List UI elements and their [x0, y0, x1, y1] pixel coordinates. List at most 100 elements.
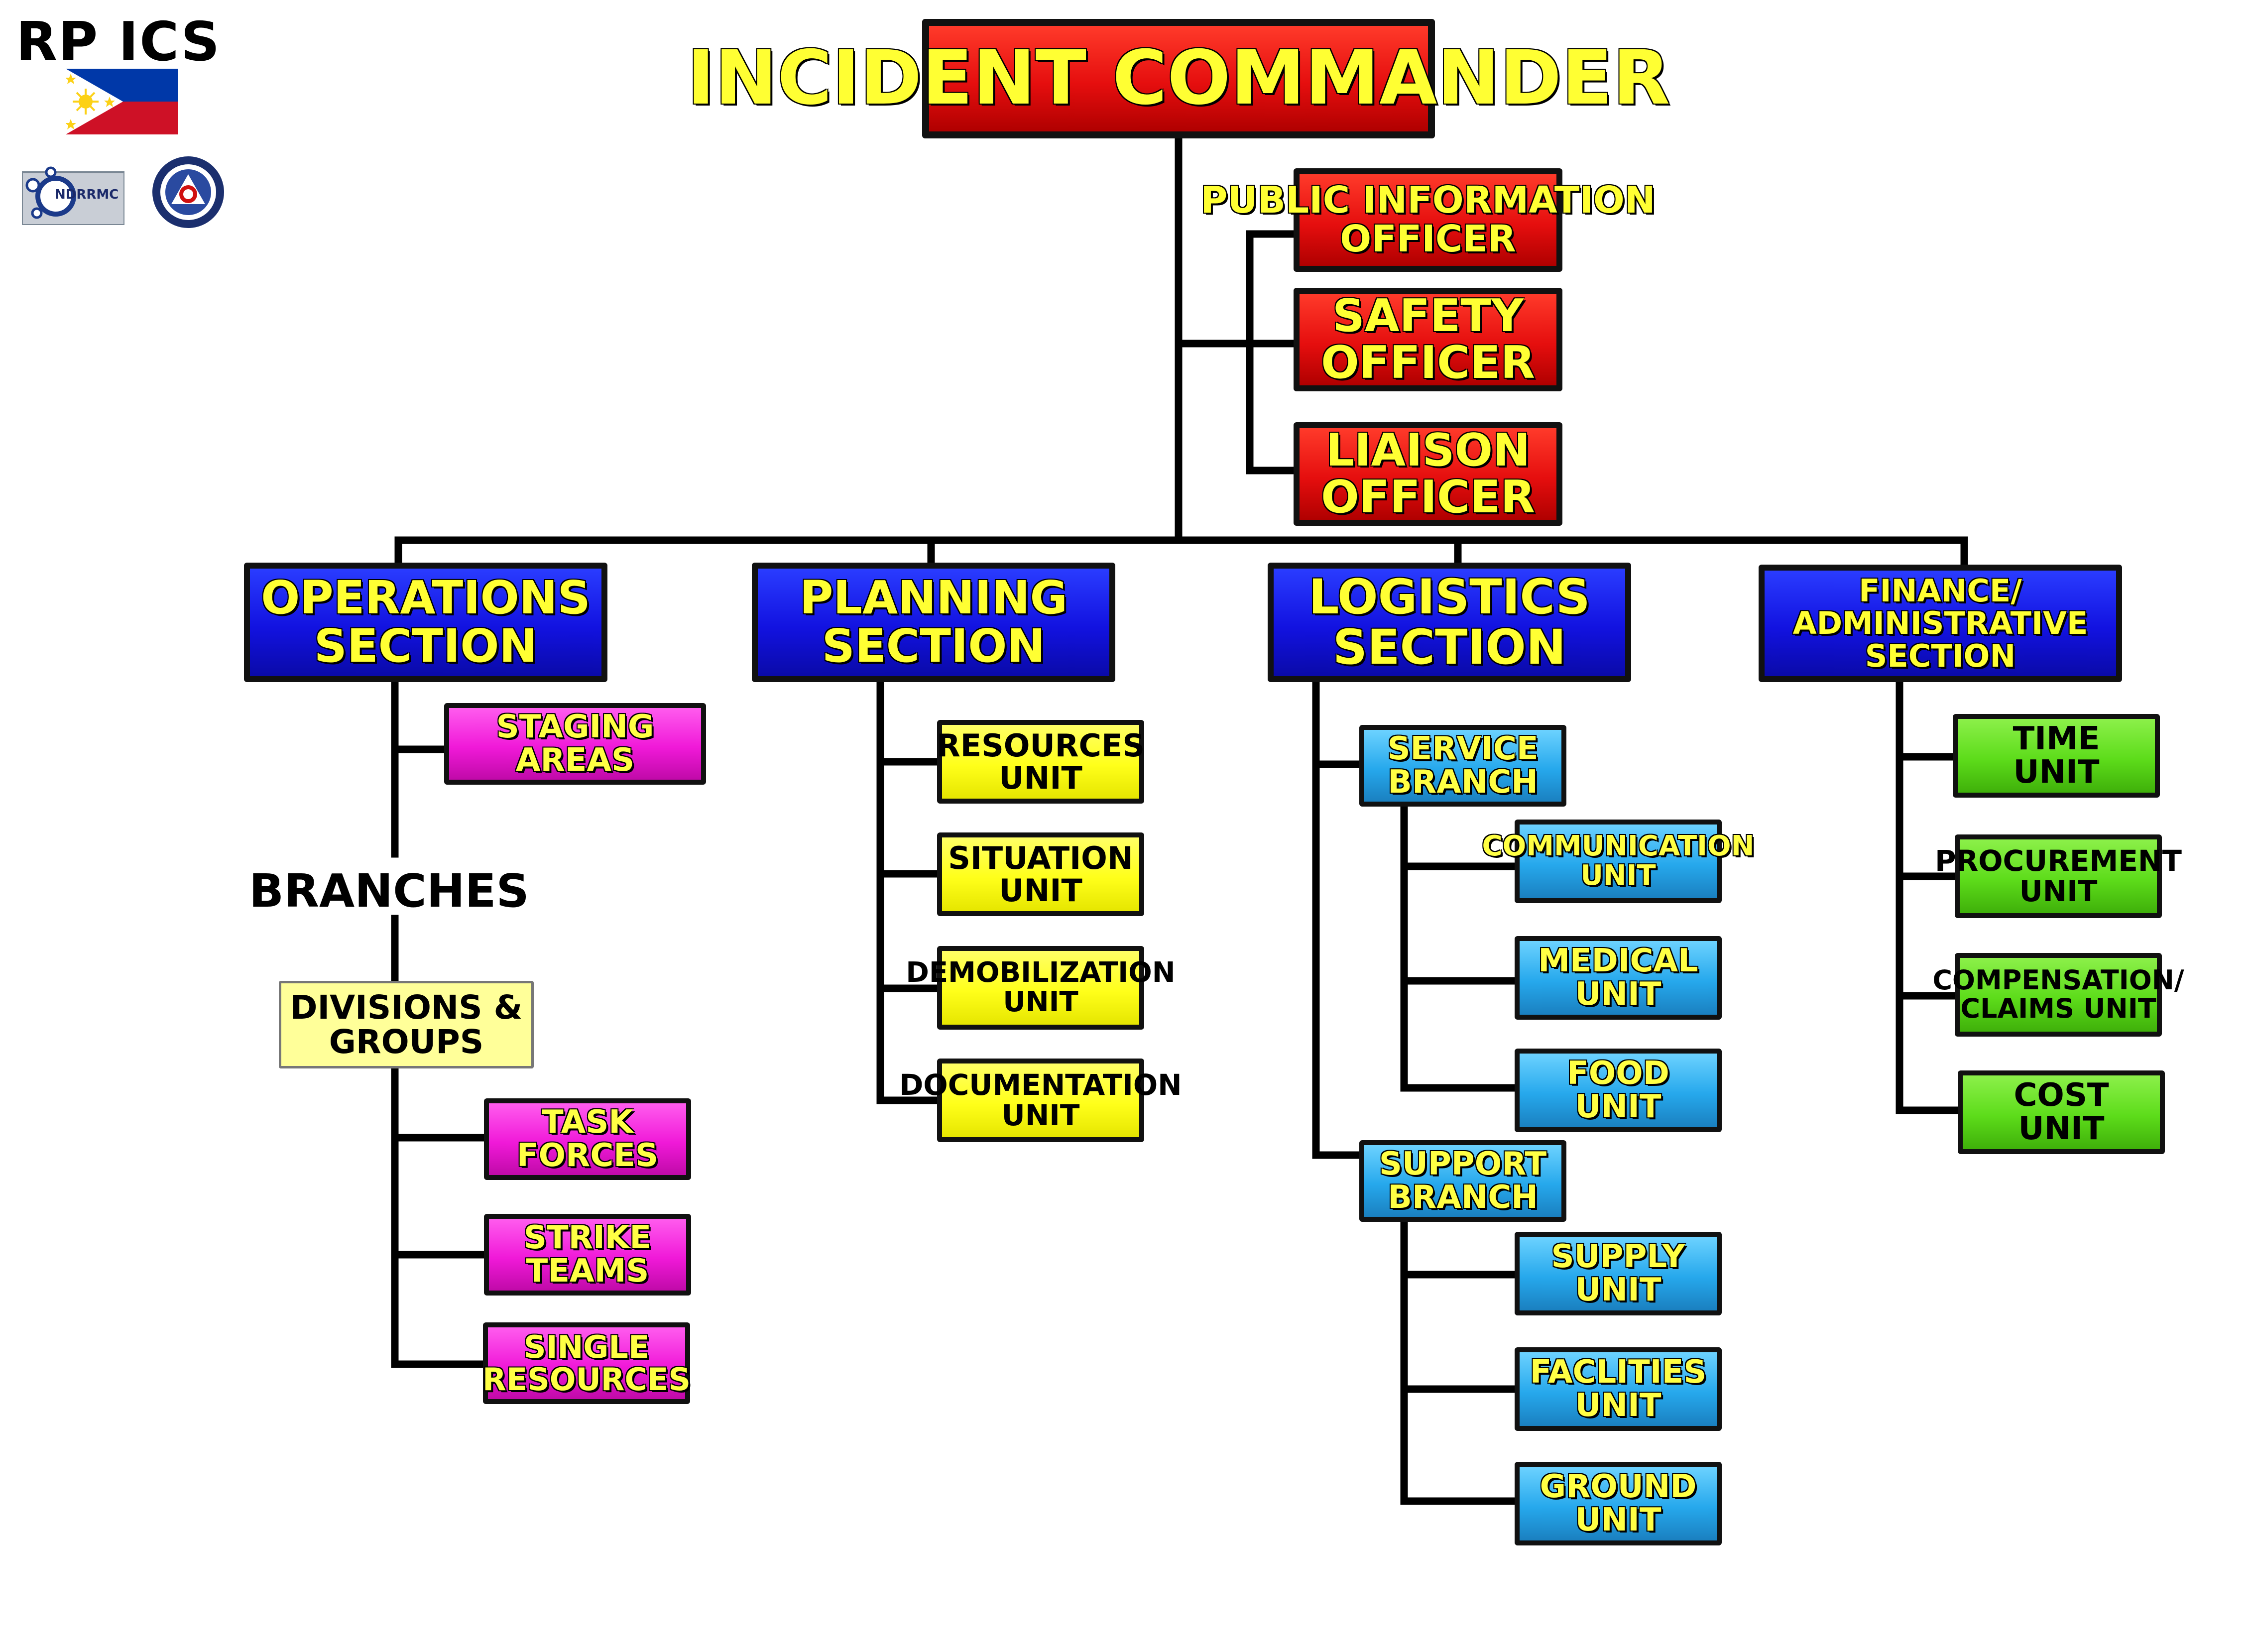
box-label-line: DIVISIONS & — [290, 988, 523, 1027]
box-label-line: RESOURCES — [482, 1361, 691, 1398]
box-label-line: TIME — [2013, 720, 2100, 757]
box-label-line: OFFICER — [1321, 471, 1535, 523]
box-label-line: UNIT — [1580, 859, 1656, 892]
compensation-claims-unit-box: COMPENSATION/CLAIMS UNIT — [1932, 953, 2184, 1037]
box-label-line: FINANCE/ — [1859, 573, 2022, 609]
box-label-line: RESOURCES — [936, 727, 1145, 764]
box-label-line: UNIT — [1575, 1088, 1661, 1125]
connector-planning — [876, 678, 943, 1104]
box-label-line: FOOD — [1567, 1055, 1669, 1092]
box-label-line: FACLITIES — [1530, 1353, 1707, 1391]
box-label-line: UNIT — [1001, 1098, 1080, 1132]
connector-section-bar — [394, 536, 1968, 569]
box-label-line: STAGING — [496, 708, 654, 745]
box-label-line: SECTION — [1865, 637, 2016, 674]
incident-commander-box: INCIDENT COMMANDER — [687, 19, 1670, 138]
connector-operations — [391, 678, 489, 1368]
box-label-line: DOCUMENTATION — [899, 1068, 1182, 1102]
box-label-line: SECTION — [822, 619, 1046, 673]
box-label-line: SUPPLY — [1551, 1238, 1685, 1275]
box-label-line: PUBLIC INFORMATION — [1200, 179, 1656, 222]
box-label-line: SECTION — [1332, 619, 1566, 675]
box-label-line: PROCUREMENT — [1935, 844, 2182, 878]
connector-logistics — [1312, 678, 1523, 1505]
box-label-line: GROUPS — [329, 1023, 484, 1061]
box-label-line: UNIT — [1575, 976, 1661, 1013]
box-label-line: UNIT — [2019, 874, 2098, 908]
box-label-line: TEAMS — [526, 1253, 649, 1290]
box-label-line: OFFICER — [1321, 337, 1535, 389]
box-label-line: SINGLE — [523, 1328, 650, 1365]
box-label-line: UNIT — [1575, 1502, 1661, 1538]
box-label-line: CLAIMS UNIT — [1960, 993, 2156, 1024]
box-label-line: OPERATIONS — [261, 571, 591, 625]
branches-label: BRANCHES — [249, 864, 529, 918]
box-label-line: LOGISTICS — [1308, 569, 1590, 625]
box-label-line: AREAS — [515, 742, 635, 779]
ndrrmc-logo-icon — [22, 166, 124, 225]
box-label-line: UNIT — [999, 872, 1082, 909]
box-label-line: UNIT — [1575, 1272, 1661, 1308]
box-label-line: SECTION — [314, 619, 538, 673]
box-label-line: UNIT — [2013, 754, 2100, 791]
box-label-line: GROUND — [1540, 1468, 1697, 1505]
box-label-line: MEDICAL — [1538, 942, 1698, 979]
philippine-flag-icon — [66, 69, 178, 134]
connector-command-staff — [1175, 230, 1299, 474]
box-label-line: SERVICE — [1387, 730, 1539, 767]
header-title: RP ICS — [16, 11, 221, 73]
box-label-line: FORCES — [516, 1137, 659, 1174]
box-label-line: COMMUNICATION — [1482, 830, 1755, 863]
box-label-line: UNIT — [999, 760, 1082, 796]
box-label-line: BRANCH — [1388, 764, 1538, 801]
box-label-line: TASK — [542, 1103, 633, 1141]
box-label-line: STRIKE — [523, 1219, 652, 1256]
box-label-line: UNIT — [1575, 1387, 1661, 1424]
box-label-line: ADMINISTRATIVE — [1792, 605, 2088, 642]
box-label-line: LIAISON — [1325, 424, 1531, 476]
box-label-line: UNIT — [1003, 986, 1078, 1018]
box-label-line: OFFICER — [1340, 218, 1516, 260]
box-label-line: SITUATION — [948, 839, 1133, 876]
box-label-line: BRANCH — [1388, 1179, 1538, 1216]
ndrrmc-logo-label: NDRRMC — [55, 187, 119, 202]
box-label-line: PLANNING — [800, 571, 1068, 625]
connector-finance — [1896, 678, 1963, 1114]
box-label-line: SAFETY — [1332, 289, 1524, 342]
box-label-line: SUPPORT — [1379, 1145, 1547, 1182]
box-label-line: INCIDENT COMMANDER — [687, 35, 1670, 122]
civil-defense-seal-icon — [152, 156, 224, 228]
divisions-groups-box: DIVISIONS &GROUPS — [279, 981, 534, 1068]
box-label-line: DEMOBILIZATION — [906, 956, 1176, 989]
box-label-line: UNIT — [2018, 1110, 2105, 1147]
box-label-line: COMPENSATION/ — [1932, 964, 2184, 996]
box-label-line: COST — [2014, 1076, 2109, 1114]
